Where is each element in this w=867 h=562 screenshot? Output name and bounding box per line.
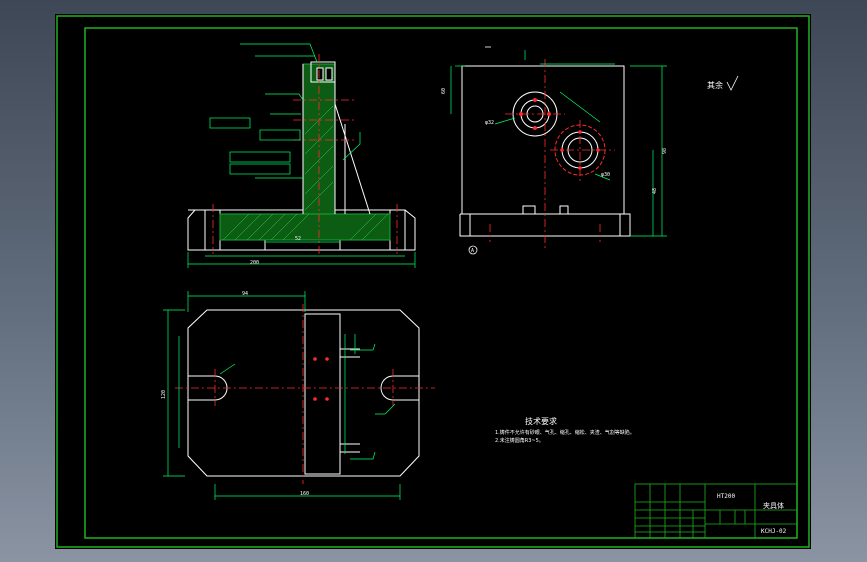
drawing-sheet: 200 52 bbox=[55, 14, 811, 549]
section-a-label: A bbox=[471, 248, 474, 254]
top-dim-height: 120 bbox=[161, 390, 167, 399]
tech-requirements: 技术要求 1.铸件不允许有砂眼、气孔、缩孔、缩松、夹渣、气割等缺陷。 2.未注铸… bbox=[495, 416, 635, 444]
roughness-other: 其余 bbox=[707, 75, 739, 91]
bore-dia2-label: φ30 bbox=[601, 172, 610, 178]
title-block bbox=[634, 483, 798, 539]
front-dim-inner: 52 bbox=[295, 236, 301, 242]
bore-dia-label: φ32 bbox=[485, 120, 494, 126]
side-dim-height2: 48 bbox=[652, 188, 658, 194]
section-a-markers bbox=[468, 46, 491, 255]
tech-req-2: 2.未注铸圆角R3~5。 bbox=[495, 437, 544, 444]
top-centerlines bbox=[175, 304, 435, 484]
side-centerlines bbox=[489, 59, 615, 249]
top-dim-width2: 160 bbox=[300, 491, 309, 497]
outer-frame bbox=[56, 15, 810, 548]
front-centerlines bbox=[212, 54, 398, 254]
side-dim-top: 60 bbox=[441, 88, 447, 94]
roughness-other-label: 其余 bbox=[707, 80, 723, 90]
top-dims bbox=[163, 291, 401, 500]
top-view-holes bbox=[313, 357, 329, 401]
tech-req-title: 技术要求 bbox=[525, 416, 557, 426]
side-dim-height: 98 bbox=[662, 148, 668, 154]
cad-drawing: 200 52 bbox=[56, 15, 810, 548]
drawing-name: 夹具体 bbox=[763, 501, 784, 510]
material-label: HT200 bbox=[717, 493, 735, 500]
top-view bbox=[187, 309, 420, 477]
inner-frame bbox=[84, 27, 798, 539]
drawing-code: KCHJ-02 bbox=[761, 528, 787, 535]
side-dims bbox=[450, 50, 667, 237]
front-dims bbox=[187, 43, 416, 268]
tech-req-1: 1.铸件不允许有砂眼、气孔、缩孔、缩松、夹渣、气割等缺陷。 bbox=[495, 429, 635, 436]
top-dim-width: 94 bbox=[242, 291, 248, 297]
front-dim-width: 200 bbox=[250, 260, 259, 266]
